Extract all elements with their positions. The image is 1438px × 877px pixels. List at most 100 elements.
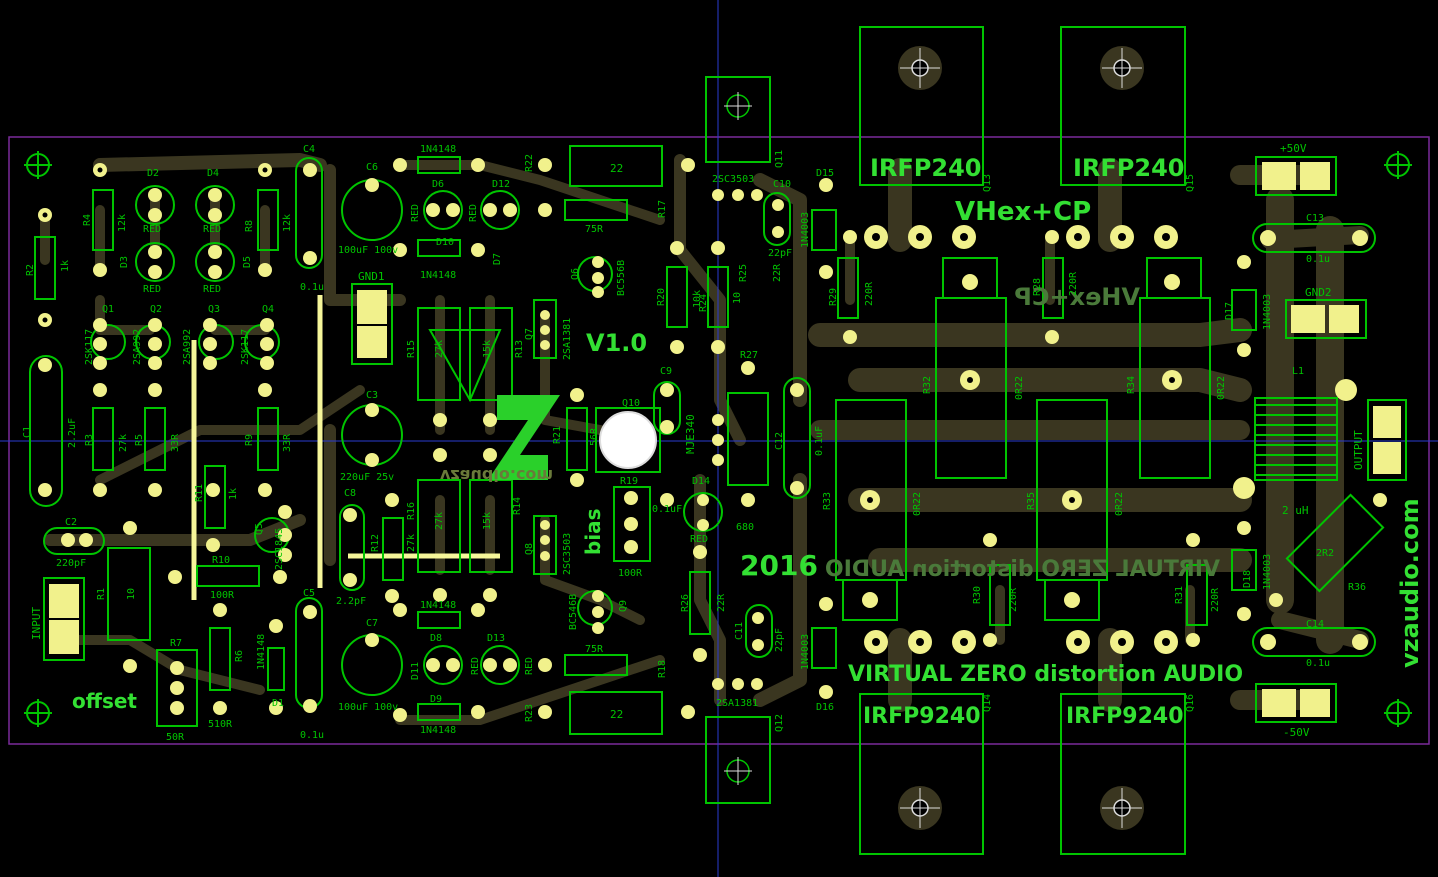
svg-text:510R: 510R — [208, 719, 233, 730]
svg-text:0.1uF: 0.1uF — [814, 426, 825, 456]
mosfet-pads-bottom — [864, 630, 1178, 654]
bias-label: bias — [581, 508, 605, 555]
svg-text:RED: RED — [203, 224, 221, 235]
terminal-gnd2 — [1285, 299, 1367, 339]
svg-text:Q7: Q7 — [524, 328, 535, 340]
resistor-r36 — [1285, 493, 1385, 593]
svg-text:1N4148: 1N4148 — [420, 725, 456, 736]
svg-text:R28: R28 — [1032, 278, 1043, 296]
svg-text:R34: R34 — [1126, 376, 1137, 394]
svg-text:R29: R29 — [828, 288, 839, 306]
svg-text:R18: R18 — [657, 660, 668, 678]
label-q14-part: IRFP9240 — [863, 704, 981, 729]
svg-text:D9: D9 — [430, 694, 442, 705]
svg-text:1k: 1k — [228, 488, 239, 500]
svg-text:0R22: 0R22 — [1014, 376, 1025, 400]
svg-text:D4: D4 — [207, 168, 219, 179]
svg-text:10: 10 — [126, 588, 137, 600]
svg-text:0.1u: 0.1u — [1306, 254, 1330, 265]
svg-text:D1: D1 — [272, 698, 284, 709]
svg-text:33R: 33R — [282, 433, 293, 452]
big-labels: IRFP240 IRFP240 IRFP9240 IRFP9240 VHex+C… — [72, 154, 1424, 729]
svg-text:R30: R30 — [972, 586, 983, 604]
svg-text:1N4003: 1N4003 — [1262, 294, 1273, 330]
svg-text:D6: D6 — [432, 179, 444, 190]
board-year: 2016 — [740, 549, 818, 582]
svg-text:R9: R9 — [244, 434, 255, 446]
svg-text:2SA1381: 2SA1381 — [716, 698, 758, 709]
svg-text:1N4148: 1N4148 — [420, 144, 456, 155]
svg-text:Q16: Q16 — [1185, 694, 1196, 712]
svg-text:22pF: 22pF — [774, 628, 785, 652]
svg-text:220uF 25v: 220uF 25v — [340, 472, 394, 483]
svg-text:2R2: 2R2 — [1316, 548, 1334, 559]
svg-text:D7: D7 — [492, 253, 503, 265]
svg-text:RED: RED — [690, 534, 708, 545]
mirror-title: VHex+CP — [1014, 283, 1140, 311]
svg-text:R22: R22 — [524, 154, 535, 172]
svg-text:2 uH: 2 uH — [1282, 504, 1309, 517]
svg-text:R19: R19 — [620, 476, 638, 487]
svg-text:C7: C7 — [366, 618, 378, 629]
svg-text:0R22: 0R22 — [1216, 376, 1227, 400]
svg-text:RED: RED — [143, 284, 161, 295]
svg-text:R20: R20 — [656, 288, 667, 306]
svg-text:1N4148: 1N4148 — [420, 270, 456, 281]
svg-text:22pF: 22pF — [768, 248, 792, 259]
label-input: INPUT — [30, 607, 43, 640]
svg-text:2.2pF: 2.2pF — [336, 596, 366, 607]
svg-text:220R: 220R — [1008, 587, 1019, 612]
mosfet-q16-package — [1060, 693, 1186, 855]
svg-text:R31: R31 — [1174, 586, 1185, 604]
svg-text:22: 22 — [610, 708, 623, 721]
svg-text:D3: D3 — [119, 256, 130, 268]
svg-text:R14: R14 — [512, 497, 523, 515]
svg-text:C6: C6 — [366, 162, 378, 173]
label-gnd1: GND1 — [358, 270, 385, 283]
label-q16-part: IRFP9240 — [1066, 704, 1184, 729]
svg-text:Q6: Q6 — [570, 268, 581, 280]
svg-text:R24: R24 — [698, 294, 709, 312]
svg-text:RED: RED — [524, 657, 535, 675]
transistor-q11-package — [705, 76, 771, 163]
svg-text:Q4: Q4 — [262, 304, 274, 315]
svg-text:R13: R13 — [514, 340, 525, 358]
source-resistors — [835, 257, 1211, 621]
board-version: V1.0 — [586, 329, 647, 357]
mirrored-labels: VIRTUAL ZERO distortion AUDIO VHex+CP vz… — [440, 283, 1220, 582]
transistor-q12-package — [705, 716, 771, 804]
svg-text:22R: 22R — [772, 263, 783, 282]
svg-text:R7: R7 — [170, 638, 182, 649]
svg-text:1N4003: 1N4003 — [800, 212, 811, 248]
svg-text:R4: R4 — [82, 214, 93, 226]
offset-label: offset — [72, 689, 137, 713]
terminal-output — [1367, 399, 1407, 481]
website-label: vzaudio.com — [1396, 498, 1424, 668]
svg-text:D17: D17 — [1224, 302, 1235, 320]
svg-text:Q15: Q15 — [1185, 174, 1196, 192]
svg-text:Q8: Q8 — [524, 543, 535, 555]
component-pads — [38, 158, 1387, 722]
svg-text:C1: C1 — [22, 426, 33, 438]
svg-text:BC556B: BC556B — [616, 260, 627, 296]
jumper-wires — [191, 295, 500, 600]
connector-labels: +50V -50V GND2 GND1 INPUT OUTPUT — [30, 142, 1365, 739]
svg-text:33R: 33R — [170, 433, 181, 452]
svg-text:1N4003: 1N4003 — [800, 634, 811, 670]
svg-text:C8: C8 — [344, 488, 356, 499]
mosfet-q14-package — [859, 693, 984, 855]
svg-text:10: 10 — [732, 292, 743, 304]
svg-text:2SA992: 2SA992 — [182, 329, 193, 365]
svg-text:R26: R26 — [680, 594, 691, 612]
svg-text:R1: R1 — [96, 588, 107, 600]
svg-text:100R: 100R — [618, 568, 643, 579]
svg-text:2SA992: 2SA992 — [132, 329, 143, 365]
mirror-brand-text: VIRTUAL ZERO distortion AUDIO — [825, 557, 1220, 582]
label-minus50: -50V — [1283, 726, 1310, 739]
svg-text:R33: R33 — [822, 492, 833, 510]
label-output: OUTPUT — [1352, 430, 1365, 470]
svg-text:R2: R2 — [25, 264, 36, 276]
mirror-website: vzaudio.com — [440, 466, 553, 485]
mounting-holes — [24, 151, 1412, 727]
svg-text:L1: L1 — [1292, 366, 1304, 377]
